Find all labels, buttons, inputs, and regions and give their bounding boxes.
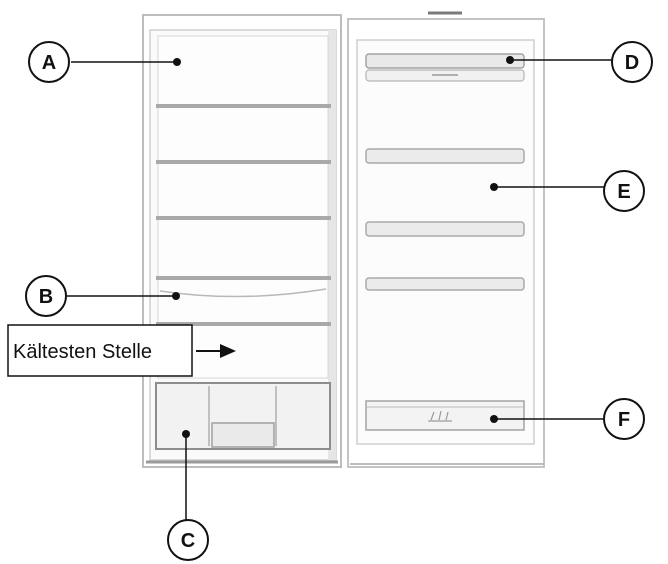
- callout-c-dot: [182, 430, 190, 438]
- bottle-rack: [365, 400, 525, 431]
- callout-a-letter: A: [42, 52, 56, 74]
- callout-f-dot: [490, 415, 498, 423]
- fridge-body: [142, 14, 342, 468]
- cabinet-side-wall: [328, 30, 336, 460]
- callout-e-letter: E: [617, 181, 630, 203]
- callout-e-circle: [603, 170, 645, 212]
- callout-e: E: [490, 170, 645, 212]
- door-shelf-2: [365, 148, 525, 164]
- callout-c-letter: C: [181, 530, 195, 552]
- door-inner-liner: [356, 39, 535, 445]
- callout-f: F: [490, 398, 645, 440]
- crisper-drawers: [155, 382, 331, 450]
- callout-d-dot: [506, 56, 514, 64]
- door-shelf-4: [365, 277, 525, 291]
- coldest-spot-label: Kältesten Stelle: [13, 341, 152, 363]
- callout-c: C: [167, 430, 209, 561]
- fridge-door: [347, 11, 545, 468]
- callout-b-circle: [25, 275, 67, 317]
- callout-e-dot: [490, 183, 498, 191]
- callout-a-circle: [28, 41, 70, 83]
- callout-b-letter: B: [39, 286, 53, 308]
- callout-d: D: [506, 41, 653, 83]
- callout-d-letter: D: [625, 52, 639, 74]
- callout-f-circle: [603, 398, 645, 440]
- coldest-spot-box: [7, 324, 193, 377]
- coldest-spot-note: Kältesten Stelle: [7, 324, 236, 377]
- bottle-rack-grip: [428, 410, 452, 422]
- cabinet-interior: [157, 35, 329, 379]
- coldest-spot-arrow-head: [220, 344, 236, 358]
- callout-b: B: [25, 275, 180, 317]
- callout-d-circle: [611, 41, 653, 83]
- callout-a-dot: [173, 58, 181, 66]
- door-shelf-top: [365, 53, 525, 69]
- callout-b-dot: [172, 292, 180, 300]
- callout-f-letter: F: [618, 409, 630, 431]
- callout-c-circle: [167, 519, 209, 561]
- door-shelf-3: [365, 221, 525, 237]
- crisper-handle: [211, 422, 275, 448]
- callout-a: A: [28, 41, 181, 83]
